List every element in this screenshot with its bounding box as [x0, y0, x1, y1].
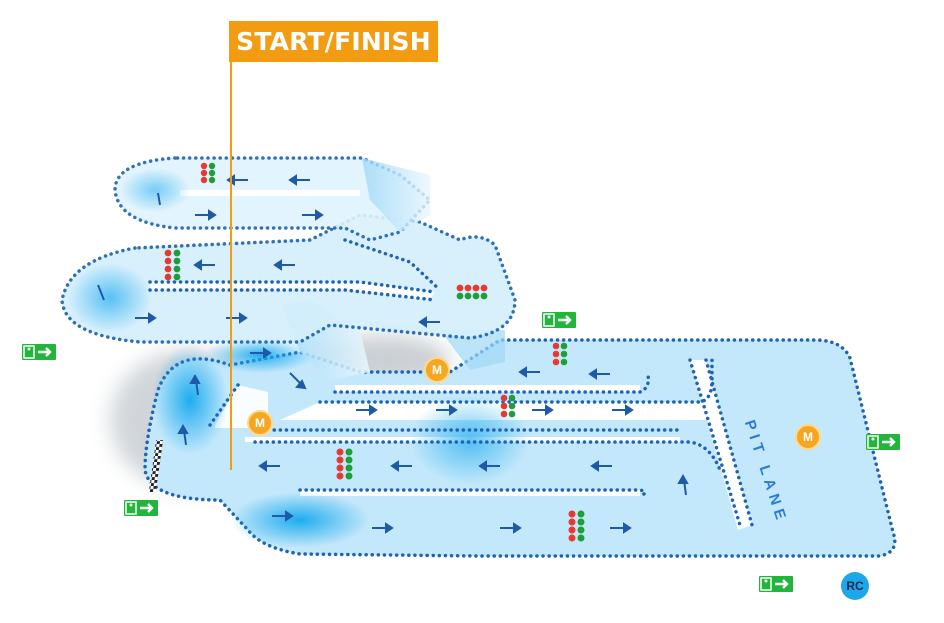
middle-infield: [150, 282, 435, 300]
marshal-post: M: [424, 357, 450, 383]
arrow-icon: [532, 404, 554, 416]
infield-3: [335, 385, 640, 392]
arrow-icon: [677, 473, 689, 496]
middle-level-track: [60, 213, 517, 344]
direction-arrows: [97, 174, 689, 534]
arrow-icon: [390, 460, 412, 472]
traffic-lights-icon: [164, 249, 181, 281]
traffic-lights-icon: [336, 448, 353, 480]
arrow-icon: [177, 423, 189, 446]
upper-deck: [113, 156, 433, 242]
arrow-icon: [610, 522, 632, 534]
upper-infield: [180, 190, 360, 196]
arrow-icon: [189, 373, 201, 396]
arrow-icon: [272, 510, 294, 522]
ramp-pit: [440, 330, 505, 370]
arrow-icon: [288, 174, 310, 186]
upper-ramp: [362, 158, 430, 232]
arrow-icon: [436, 404, 458, 416]
arrow-icon: [226, 312, 248, 324]
arrow-icon: [588, 368, 610, 380]
marshal-post: M: [795, 424, 821, 450]
start-lights: [164, 162, 585, 542]
arrow-icon: [250, 347, 272, 359]
arrow-icon: [258, 460, 280, 472]
traffic-lights-icon: [200, 162, 216, 184]
emergency-exit-icon: [542, 312, 576, 328]
emergency-exit-icon: [759, 576, 793, 592]
arrow-icon: [418, 316, 440, 328]
emergency-exit-icon: [124, 500, 158, 516]
arrow-icon: [372, 522, 394, 534]
arrow-icon: [302, 209, 324, 221]
arrow-icon: [193, 259, 215, 271]
middle-deck: [60, 213, 517, 344]
traffic-lights-icon: [456, 284, 488, 300]
traffic-lights-icon: [568, 510, 585, 542]
arrow-icon: [478, 460, 500, 472]
arrow-icon: [518, 366, 540, 378]
lower-level-track: [143, 337, 897, 558]
checkered-line: [148, 440, 164, 492]
kerbs: [208, 358, 754, 527]
arrow-icon: [135, 312, 157, 324]
traffic-lights-icon: [552, 342, 568, 366]
upper-level-track: [113, 156, 433, 242]
race-control-badge: RC: [841, 572, 869, 600]
arrow-icon: [612, 404, 634, 416]
arrow-icon: [157, 192, 161, 206]
arrow-icon: [356, 404, 378, 416]
marshal-post: M: [247, 410, 273, 436]
emergency-exit-icon: [866, 434, 900, 450]
traffic-lights-icon: [500, 394, 516, 418]
arrow-icon: [195, 209, 217, 221]
arrow-icon: [289, 372, 307, 390]
arrow-icon: [273, 259, 295, 271]
arrow-icon: [97, 284, 105, 301]
emergency-exit-icon: [22, 344, 56, 360]
infield-6: [690, 360, 752, 530]
arrow-icon: [590, 460, 612, 472]
arrow-icon: [500, 522, 522, 534]
start-finish-label: START/FINISH: [229, 21, 438, 62]
